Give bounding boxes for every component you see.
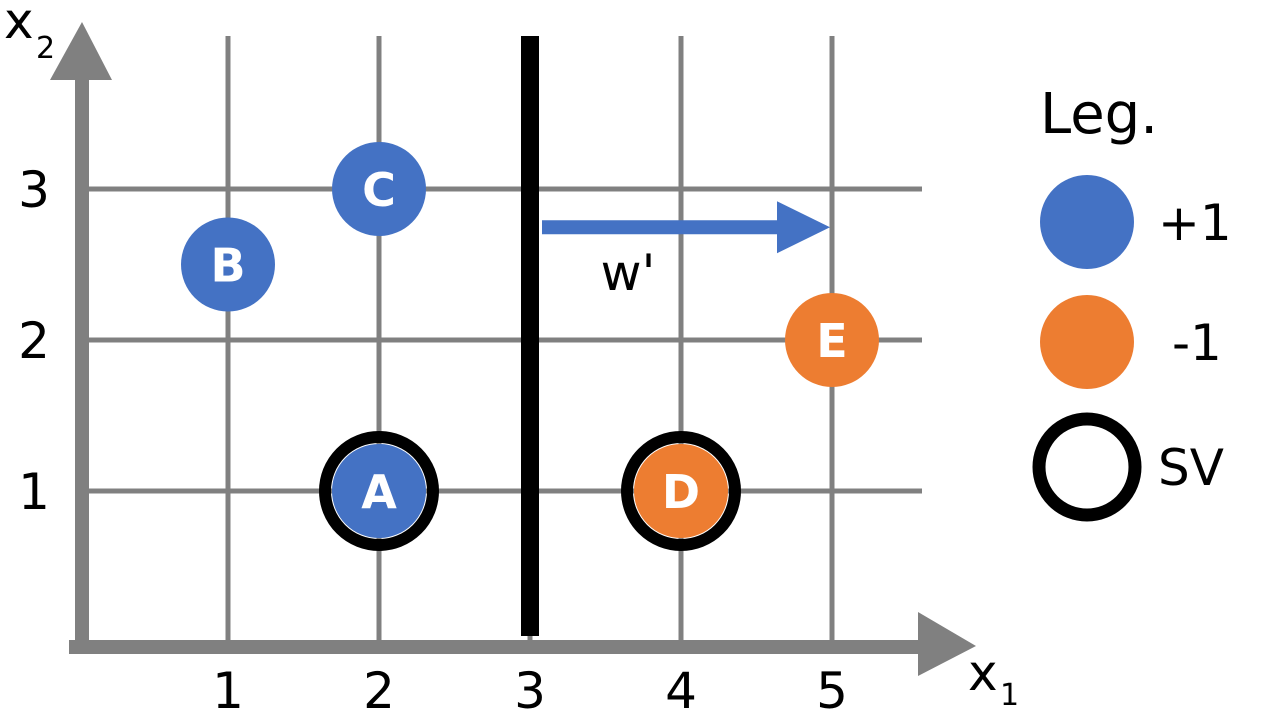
weight-vector-label: w' [601,244,656,302]
y-tick-label: 1 [18,463,50,521]
legend-entry: +1 [1040,175,1232,269]
x-axis-title: x [968,644,998,702]
x-tick-label: 5 [816,662,848,720]
y-axis-arrowhead [50,22,112,80]
weight-vector-group: w' [542,201,830,302]
x-axis-title-subscript: 1 [1000,678,1019,713]
axes [50,22,976,676]
point-marker [332,444,426,538]
data-points: A B C D E [181,142,879,551]
x-axis-arrowhead [918,612,976,676]
point-marker [332,142,426,236]
point-marker [181,217,275,312]
point-b: B [181,217,275,312]
y-tick-label: 2 [18,312,50,370]
point-d: D [621,431,741,551]
support-vector-ring [621,431,741,551]
point-label: E [816,314,847,368]
point-c: C [332,142,426,236]
legend-swatch [1040,175,1134,269]
y-axis-title: x [4,0,34,50]
point-label: A [361,465,397,519]
support-vector-ring [319,431,439,551]
point-label: B [210,239,245,293]
point-marker [785,293,879,387]
legend-entry: -1 [1040,295,1222,389]
point-e: E [785,293,879,387]
legend-title: Leg. [1040,82,1158,147]
legend-label: -1 [1172,314,1222,372]
point-label: D [662,465,700,519]
y-axis-title-subscript: 2 [36,31,55,66]
legend-label: +1 [1158,194,1232,252]
y-tick-label: 3 [18,161,50,219]
x-tick-label: 1 [212,662,244,720]
point-label: C [362,163,396,217]
x-tick-label: 4 [665,662,697,720]
weight-vector-arrowhead [777,201,830,254]
legend-label: SV [1158,439,1224,497]
x-tick-label: 2 [363,662,395,720]
legend-entry: SV [1032,412,1224,522]
legend: Leg.+1 -1SV [1032,82,1232,522]
point-a: A [319,431,439,551]
legend-swatch [1040,295,1134,389]
point-marker [634,444,728,538]
x-tick-label: 3 [514,662,546,720]
legend-support-vector-icon [1032,412,1142,522]
